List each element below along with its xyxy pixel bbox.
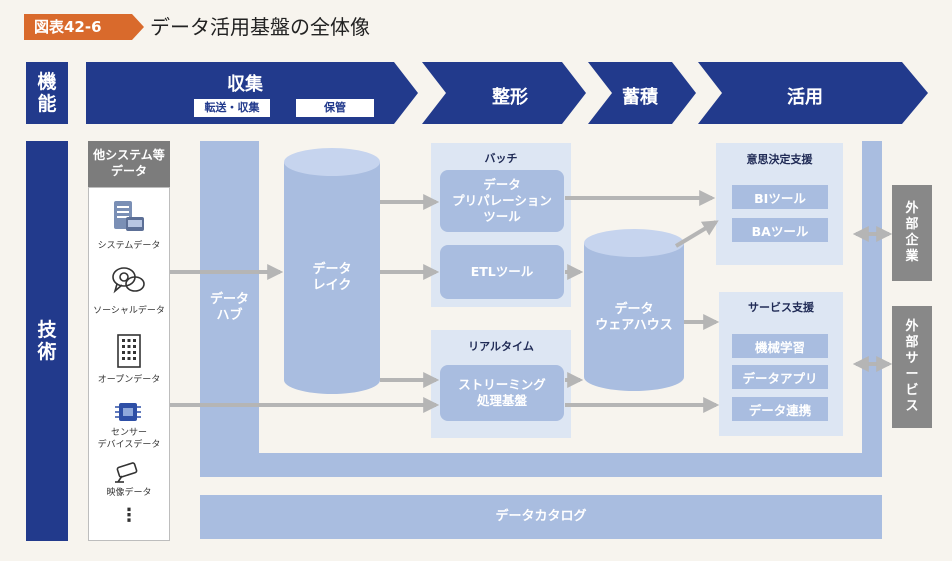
data-lake-cylinder	[284, 148, 380, 394]
service-title: サービス支援	[748, 301, 814, 314]
sources-header: 他システム等 データ	[88, 141, 170, 187]
chip-icon	[115, 403, 141, 421]
bi-tool: BIツール	[732, 185, 828, 209]
chat-bubbles-icon	[112, 267, 145, 294]
stage-label-store: 蓄積	[622, 87, 658, 108]
camera-icon	[115, 462, 138, 483]
stage-label-use: 活用	[787, 87, 823, 108]
stage-label-shape: 整形	[492, 87, 528, 108]
source-label-social: ソーシャルデータ	[93, 306, 165, 316]
external-services: 外部サービス	[892, 306, 932, 428]
hub-label: データハブ	[209, 292, 249, 323]
sources-header-line2: データ	[110, 164, 147, 178]
server-icon	[114, 201, 144, 231]
more-ellipsis: ⋮	[120, 505, 138, 526]
catalog-band	[200, 495, 882, 539]
source-label-video: 映像データ	[106, 488, 152, 498]
external-companies: 外部企業	[892, 185, 932, 281]
source-label-open: オープンデータ	[97, 375, 161, 385]
ml-tool: 機械学習	[732, 334, 828, 358]
data-preparation-tool: データプリパレーションツール	[440, 170, 564, 232]
batch-title: バッチ	[484, 152, 518, 165]
decision-title: 意思決定支援	[746, 153, 813, 166]
stage-sub-storage: 保管	[296, 99, 374, 117]
row-label-technology: 技術	[26, 141, 68, 541]
sources-list	[88, 187, 170, 541]
stage-sub-transfer: 転送・収集	[194, 99, 270, 117]
data-warehouse-label: データウェアハウス	[595, 302, 673, 333]
row-label-technology-text: 技術	[37, 319, 57, 363]
catalog-label: データカタログ	[495, 509, 587, 524]
data-link-tool: データ連携	[732, 397, 828, 421]
sources-header-line1: 他システム等	[93, 148, 165, 162]
row-label-function: 機能	[26, 62, 68, 124]
figure-title: データ活用基盤の全体像	[150, 15, 370, 39]
figure-number-badge: 図表42-6	[24, 14, 132, 40]
streaming-platform: ストリーミング処理基盤	[440, 365, 564, 421]
chevron-use	[698, 62, 928, 124]
chevron-shape	[422, 62, 586, 124]
badge-arrow	[132, 14, 144, 40]
chevron-store	[588, 62, 696, 124]
data-lake-label: データレイク	[312, 262, 352, 293]
realtime-title: リアルタイム	[468, 340, 534, 353]
ba-tool: BAツール	[732, 218, 828, 242]
source-label-sensor: センサーデバイスデータ	[97, 428, 161, 450]
row-label-function-text: 機能	[37, 71, 57, 115]
source-label-system: システムデータ	[97, 241, 161, 251]
etl-tool: ETLツール	[440, 245, 564, 299]
data-warehouse-cylinder	[584, 229, 684, 391]
building-icon	[117, 334, 141, 368]
data-app-tool: データアプリ	[732, 365, 828, 389]
stage-label-collect: 収集	[227, 74, 263, 95]
